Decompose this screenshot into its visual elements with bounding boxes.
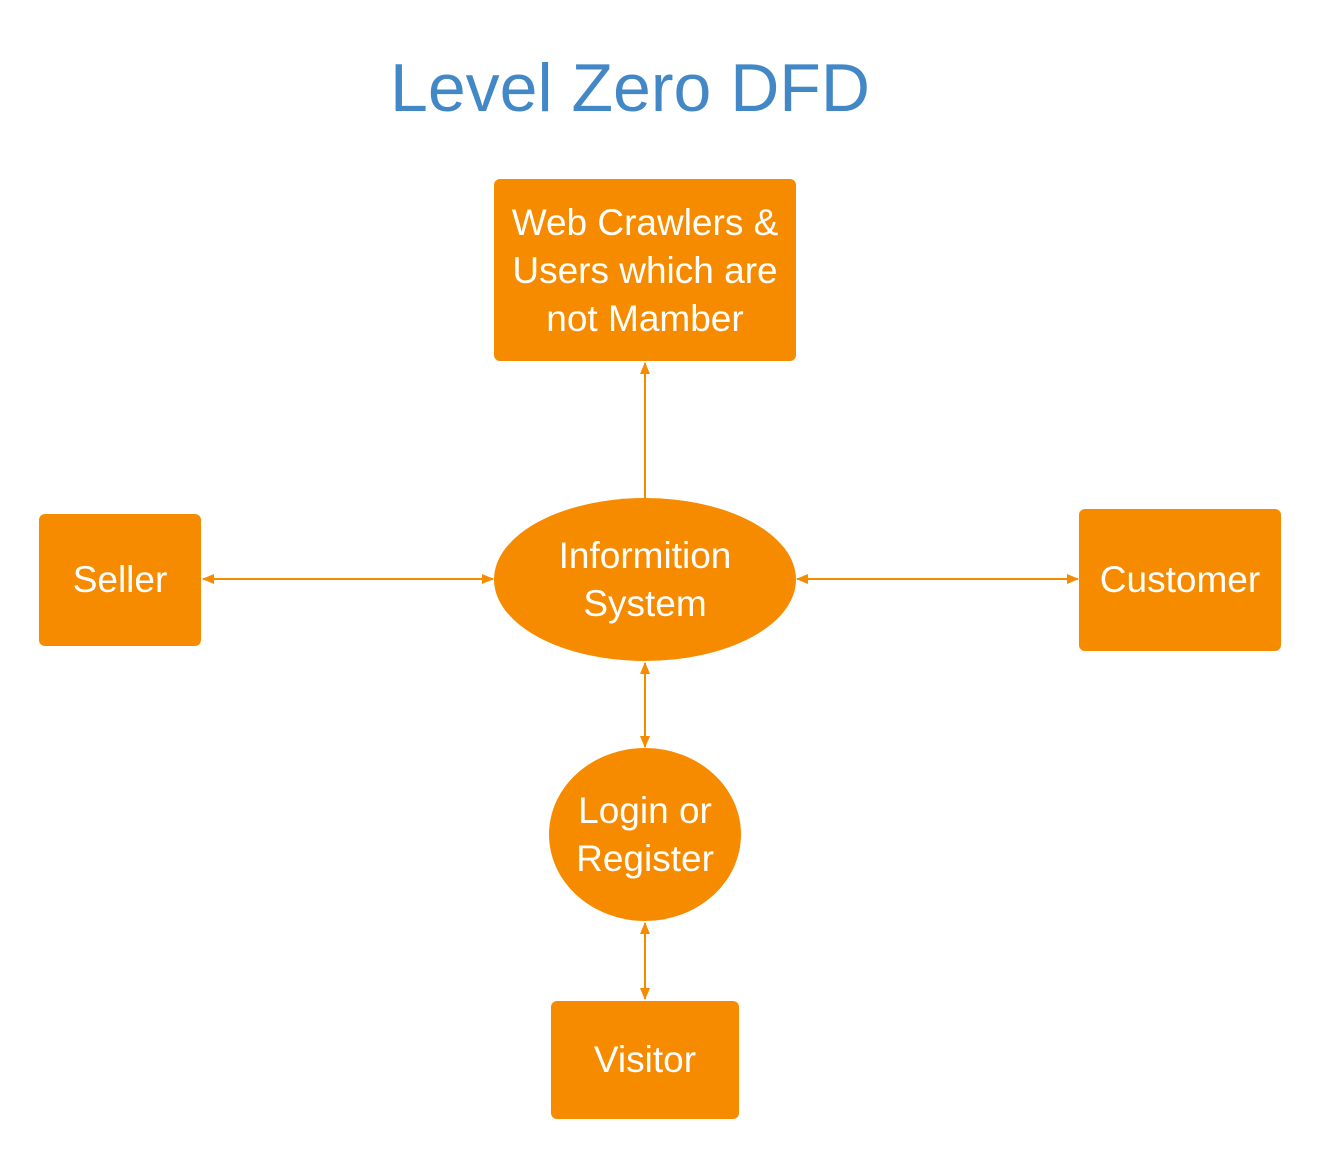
information-system-label: Informition System [558, 534, 732, 624]
process-login-register[interactable]: Login or Register [549, 748, 741, 921]
login-register-label: Login or Register [576, 789, 714, 879]
web-crawlers-label: Web Crawlers & Users which are not Mambe… [511, 202, 779, 339]
process-information-system[interactable]: Informition System [494, 498, 796, 661]
visitor-label: Visitor [593, 1039, 697, 1080]
customer-label: Customer [1099, 559, 1261, 600]
external-entity-visitor[interactable]: Visitor [551, 1001, 739, 1119]
external-entity-web-crawlers[interactable]: Web Crawlers & Users which are not Mambe… [494, 179, 796, 361]
seller-label: Seller [72, 559, 168, 600]
external-entity-seller[interactable]: Seller [39, 514, 201, 646]
external-entity-customer[interactable]: Customer [1079, 509, 1281, 651]
diagram-title: Level Zero DFD [390, 50, 870, 126]
